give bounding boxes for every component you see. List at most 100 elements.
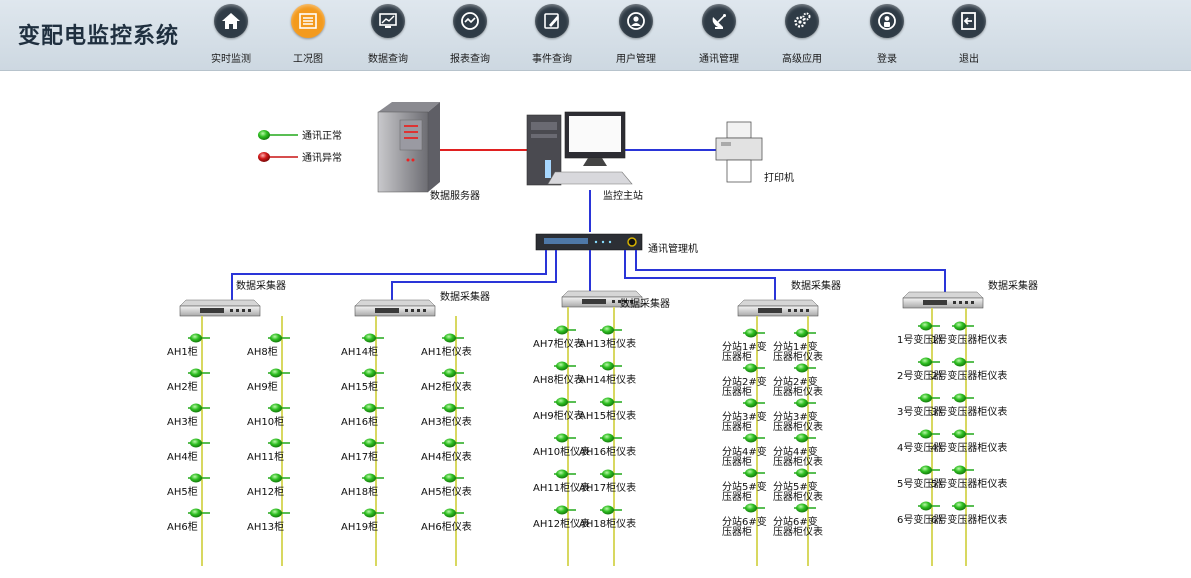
device-node[interactable]: AH3柜	[167, 403, 210, 429]
device-node[interactable]: 2号变压器	[897, 357, 943, 383]
device-node[interactable]: AH14柜	[341, 333, 384, 359]
device-node[interactable]: AH13柜	[247, 508, 290, 534]
device-node[interactable]: AH19柜	[341, 508, 384, 534]
device-label: 6号变压器柜仪表	[931, 513, 1007, 526]
collector-group-3: 数据采集器AH7柜仪表AH8柜仪表AH9柜仪表AH10柜仪表AH11柜仪表AH1…	[533, 290, 670, 566]
device-node[interactable]: AH9柜	[247, 368, 290, 394]
device-node[interactable]: AH17柜仪表	[579, 469, 636, 495]
device-node[interactable]: 4号变压器	[897, 429, 943, 455]
device-node[interactable]: AH5柜	[167, 473, 210, 499]
nav-report-query[interactable]: 报表查询	[440, 4, 500, 66]
status-led-normal	[745, 328, 757, 338]
device-node[interactable]: AH7柜仪表	[533, 325, 584, 351]
status-led-normal	[444, 438, 456, 448]
status-led-normal	[556, 397, 568, 407]
status-led-normal	[920, 393, 932, 403]
device-node[interactable]: 分站1#变压器柜	[722, 328, 767, 364]
device-node[interactable]: AH4柜	[167, 438, 210, 464]
status-led-normal	[602, 469, 614, 479]
device-node[interactable]: 分站1#变压器柜仪表	[773, 328, 823, 364]
device-node[interactable]: 6号变压器	[897, 501, 943, 527]
device-node[interactable]: 6号变压器柜仪表	[931, 501, 1007, 527]
device-label: 1号变压器柜仪表	[931, 333, 1007, 346]
device-node[interactable]: AH2柜仪表	[421, 368, 472, 394]
device-label: AH15柜	[341, 380, 378, 393]
device-node[interactable]: AH15柜仪表	[579, 397, 636, 423]
device-label: 3号变压器	[897, 405, 943, 418]
device-node[interactable]: AH1柜	[167, 333, 210, 359]
legend-abnormal: 通讯异常	[302, 151, 342, 164]
nav-comm-management[interactable]: 通讯管理	[689, 4, 749, 66]
status-led-normal	[954, 393, 966, 403]
device-node[interactable]: 分站6#变压器柜	[722, 503, 767, 539]
device-node[interactable]: AH5柜仪表	[421, 473, 472, 499]
nav-event-query[interactable]: 事件查询	[522, 4, 582, 66]
device-node[interactable]: AH13柜仪表	[579, 325, 636, 351]
device-node[interactable]: AH10柜仪表	[533, 433, 590, 459]
device-node[interactable]: AH6柜	[167, 508, 210, 534]
device-node[interactable]: AH6柜仪表	[421, 508, 472, 534]
nav-exit[interactable]: 退出	[939, 4, 999, 66]
nav-user-management[interactable]: 用户管理	[606, 4, 666, 66]
device-node[interactable]: 分站4#变压器柜仪表	[773, 433, 823, 469]
device-node[interactable]: AH14柜仪表	[579, 361, 636, 387]
device-label: 分站5#变压器柜仪表	[773, 480, 823, 503]
device-node[interactable]: AH18柜	[341, 473, 384, 499]
device-node[interactable]: AH18柜仪表	[579, 505, 636, 531]
top-toolbar: 变配电监控系统 实时监测 工况图 数据查询 报表查询 事件查询 用户管理 通讯管…	[0, 0, 1191, 71]
device-node[interactable]: 分站3#变压器柜	[722, 398, 767, 434]
nav-data-query[interactable]: 数据查询	[358, 4, 418, 66]
nav-label: 数据查询	[368, 54, 408, 65]
status-led-normal	[602, 397, 614, 407]
status-led-normal	[364, 403, 376, 413]
nav-realtime-monitor[interactable]: 实时监测	[201, 4, 261, 66]
device-node[interactable]: AH1柜仪表	[421, 333, 472, 359]
device-node[interactable]: 分站4#变压器柜	[722, 433, 767, 469]
device-node[interactable]: 分站6#变压器柜仪表	[773, 503, 823, 539]
device-node[interactable]: AH16柜仪表	[579, 433, 636, 459]
device-node[interactable]: 5号变压器柜仪表	[931, 465, 1007, 491]
device-node[interactable]: AH11柜仪表	[533, 469, 590, 495]
device-node[interactable]: AH2柜	[167, 368, 210, 394]
device-node[interactable]: 3号变压器柜仪表	[931, 393, 1007, 419]
device-node[interactable]: 1号变压器柜仪表	[931, 321, 1007, 347]
status-led-normal	[920, 465, 932, 475]
device-label: AH3柜	[167, 415, 198, 428]
device-node[interactable]: 4号变压器柜仪表	[931, 429, 1007, 455]
device-node[interactable]: AH15柜	[341, 368, 384, 394]
device-node[interactable]: AH11柜	[247, 438, 290, 464]
device-node[interactable]: 分站5#变压器柜	[722, 468, 767, 504]
status-led-normal	[270, 333, 282, 343]
status-led-normal	[364, 508, 376, 518]
device-node[interactable]: 分站2#变压器柜仪表	[773, 363, 823, 399]
nav-login[interactable]: 登录	[857, 4, 917, 66]
status-led-normal	[602, 433, 614, 443]
status-led-normal	[444, 368, 456, 378]
device-label: AH18柜	[341, 485, 378, 498]
device-node[interactable]: 5号变压器	[897, 465, 943, 491]
nav-working-diagram[interactable]: 工况图	[278, 4, 338, 66]
device-node[interactable]: AH12柜	[247, 473, 290, 499]
device-node[interactable]: AH16柜	[341, 403, 384, 429]
device-node[interactable]: 2号变压器柜仪表	[931, 357, 1007, 383]
device-node[interactable]: AH3柜仪表	[421, 403, 472, 429]
device-node[interactable]: AH8柜	[247, 333, 290, 359]
nav-advanced-apps[interactable]: 高级应用	[772, 4, 832, 66]
device-node[interactable]: 3号变压器	[897, 393, 943, 419]
device-node[interactable]: AH8柜仪表	[533, 361, 584, 387]
device-node[interactable]: 分站5#变压器柜仪表	[773, 468, 823, 504]
device-node[interactable]: 分站3#变压器柜仪表	[773, 398, 823, 434]
device-node[interactable]: 1号变压器	[897, 321, 943, 347]
device-node[interactable]: AH10柜	[247, 403, 290, 429]
device-node[interactable]: AH9柜仪表	[533, 397, 584, 423]
device-node[interactable]: AH12柜仪表	[533, 505, 590, 531]
device-node[interactable]: AH17柜	[341, 438, 384, 464]
device-label: AH1柜	[167, 345, 198, 358]
device-label: AH9柜	[247, 380, 278, 393]
device-node[interactable]: 分站2#变压器柜	[722, 363, 767, 399]
status-led-normal	[745, 433, 757, 443]
device-node[interactable]: AH4柜仪表	[421, 438, 472, 464]
device-label: 分站5#变压器柜	[722, 480, 767, 503]
label-server: 数据服务器	[430, 189, 480, 202]
status-led-normal	[364, 333, 376, 343]
